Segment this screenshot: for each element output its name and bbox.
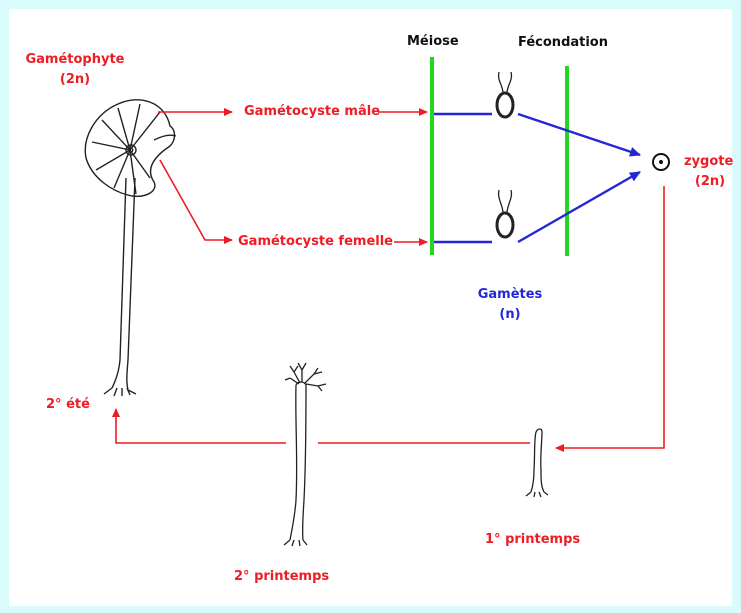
- gametophyte-to-female-arrow: [160, 160, 232, 240]
- gametophyte-ploidy-label: (2n): [20, 71, 130, 88]
- fecondation-label: Fécondation: [518, 34, 608, 51]
- second-spring-to-summer-arrow: [116, 409, 286, 443]
- zygote-ploidy-label: (2n): [684, 173, 736, 190]
- gametocyste-male-label: Gamétocyste mâle: [244, 103, 380, 120]
- second-spring-label: 2° printemps: [234, 568, 329, 585]
- first-spring-label: 1° printemps: [485, 531, 580, 548]
- gametes-ploidy-label: (n): [470, 306, 550, 323]
- male-gamete-to-zygote-arrow: [518, 114, 640, 155]
- meiose-bar: [430, 57, 434, 255]
- gametes-label: Gamètes: [470, 286, 550, 303]
- female-gamete-to-zygote-arrow: [518, 172, 640, 242]
- whorled-alga-icon: [284, 363, 326, 546]
- second-summer-label: 2° été: [46, 396, 90, 413]
- male-gamete-icon: [497, 72, 513, 117]
- female-gamete-icon: [497, 190, 513, 237]
- zygote-cell-icon: [653, 154, 669, 170]
- zygote-to-first-spring-arrow: [556, 186, 664, 448]
- zygote-label: zygote: [684, 153, 733, 170]
- young-alga-stalk-icon: [526, 429, 548, 497]
- umbrella-alga-icon: [85, 100, 176, 396]
- meiose-label: Méiose: [407, 33, 459, 50]
- gametophyte-label: Gamétophyte: [20, 51, 130, 68]
- gametocyste-femelle-label: Gamétocyste femelle: [238, 233, 393, 250]
- fecondation-bar: [565, 66, 569, 256]
